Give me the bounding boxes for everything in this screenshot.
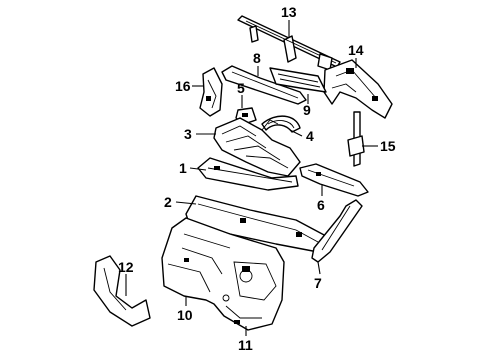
- callout-4: 4: [306, 128, 314, 144]
- part-16-left-bracket: [199, 67, 223, 117]
- callout-7: 7: [314, 275, 322, 291]
- callouts: 1 2 3 4 5 6 7 8 9 10 11 12 13 14 15 16: [118, 4, 396, 353]
- part-10-11-dash-panel: [161, 217, 285, 331]
- callout-6: 6: [317, 197, 325, 213]
- callout-1: 1: [179, 160, 187, 176]
- callout-10: 10: [177, 307, 193, 323]
- part-12-side-piece: [93, 255, 151, 327]
- callout-14: 14: [348, 42, 364, 58]
- part-13-cross-bar: [237, 15, 341, 71]
- part-1-upper-cowl: [197, 157, 299, 191]
- callout-8: 8: [253, 50, 261, 66]
- callout-5: 5: [237, 80, 245, 96]
- callout-12: 12: [118, 259, 134, 275]
- callout-16: 16: [175, 78, 191, 94]
- callout-15: 15: [380, 138, 396, 154]
- part-15-vertical-bracket: [347, 111, 365, 167]
- callout-11: 11: [238, 337, 253, 353]
- part-3-cowl-vent: [213, 117, 301, 177]
- part-6-side-rail: [299, 163, 369, 197]
- leader-lines: [125, 20, 378, 336]
- callout-13: 13: [281, 4, 297, 20]
- callout-9: 9: [303, 102, 311, 118]
- part-9-panel: [269, 67, 327, 93]
- callout-2: 2: [164, 194, 172, 210]
- callout-3: 3: [184, 126, 192, 142]
- part-14-right-bracket: [323, 59, 393, 119]
- part-8-rail: [221, 65, 307, 105]
- part-4-curved-shield: [261, 115, 301, 133]
